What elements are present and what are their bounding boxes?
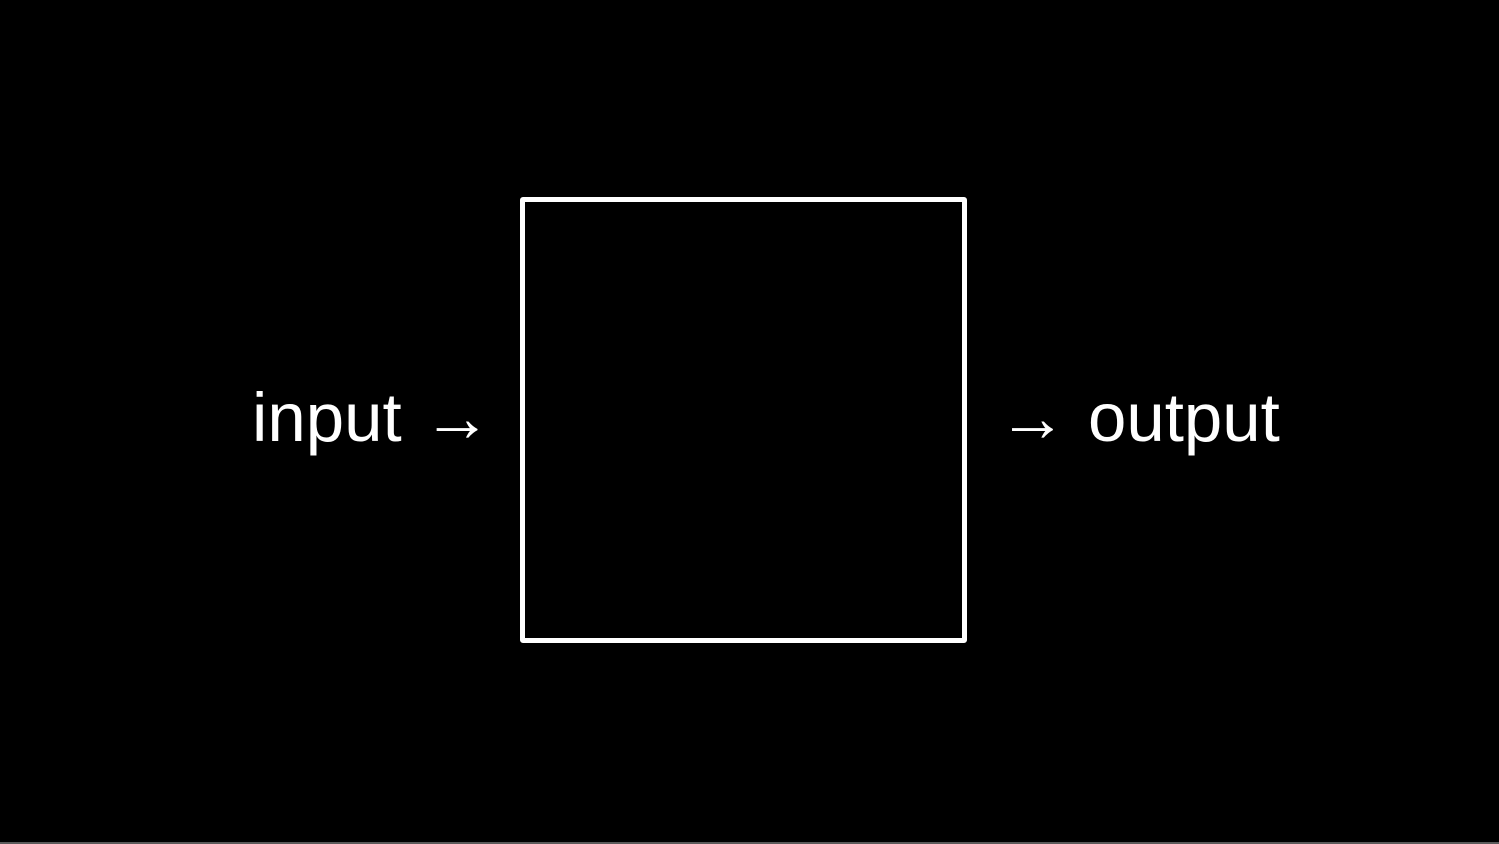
input-text: input: [252, 379, 402, 456]
output-label: → output: [998, 373, 1280, 463]
output-text: output: [1088, 379, 1280, 456]
bottom-edge: [0, 842, 1499, 844]
input-arrow-icon: →: [422, 379, 492, 456]
process-box: [520, 197, 967, 643]
input-label: input →: [252, 373, 492, 463]
output-arrow-icon: →: [998, 379, 1067, 456]
